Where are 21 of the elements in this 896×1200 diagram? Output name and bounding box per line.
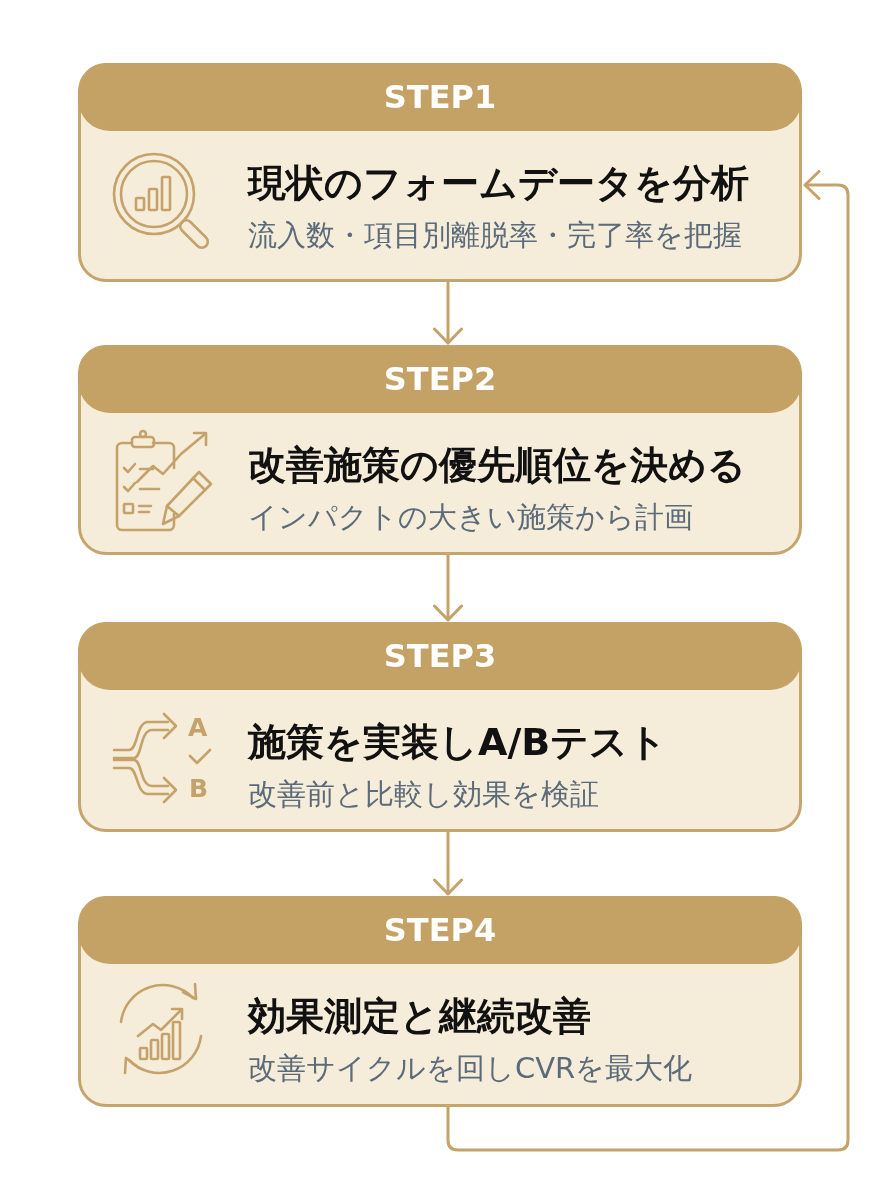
step-description: インパクトの大きい施策から計画 bbox=[248, 499, 693, 535]
arrow bbox=[433, 555, 463, 622]
step-title: 改善施策の優先順位を決める bbox=[248, 442, 746, 488]
option-letter: B bbox=[189, 775, 209, 803]
step-title: 現状のフォームデータを分析 bbox=[248, 160, 749, 206]
header-band: STEP2 bbox=[78, 345, 802, 413]
arrow bbox=[433, 832, 463, 896]
step-card bbox=[78, 63, 802, 282]
header-band: STEP4 bbox=[78, 896, 802, 964]
option-letter: A bbox=[188, 714, 208, 742]
step-title: 効果測定と継続改善 bbox=[248, 993, 591, 1039]
step-description: 流入数・項目別離脱率・完了率を把握 bbox=[248, 217, 742, 253]
arrow bbox=[433, 282, 463, 345]
step-card bbox=[78, 622, 802, 832]
header-band: STEP1 bbox=[78, 63, 802, 131]
step-title: 施策を実装しA/Bテスト bbox=[248, 719, 668, 765]
step-card bbox=[78, 345, 802, 555]
header-band: STEP3 bbox=[78, 622, 802, 690]
step-card bbox=[78, 896, 802, 1107]
step-description: 改善前と比較し効果を検証 bbox=[248, 776, 599, 812]
step-description: 改善サイクルを回しCVRを最大化 bbox=[248, 1050, 693, 1086]
